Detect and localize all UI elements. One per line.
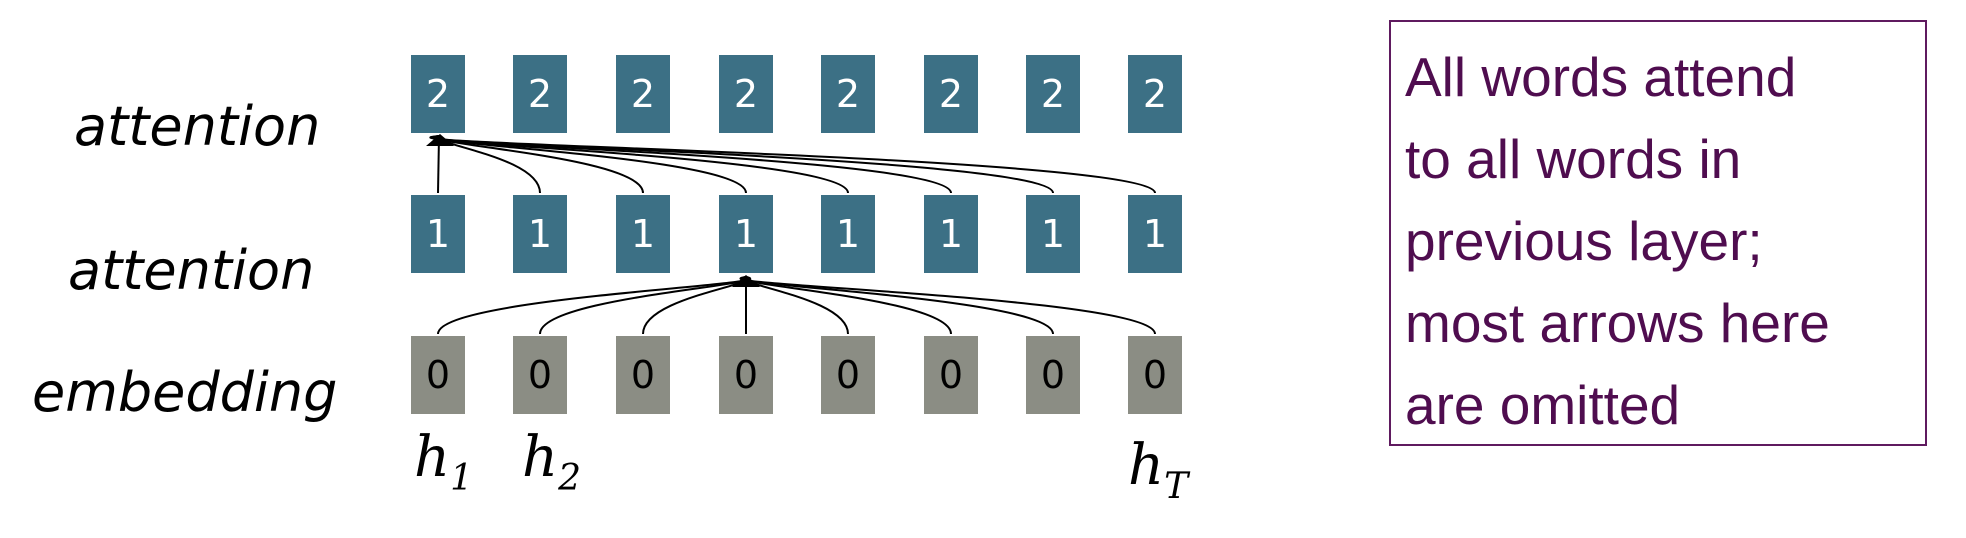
arrowhead-l1 [732,275,760,287]
attention2-box-4: 2 [719,55,773,133]
note-line-5: are omitted [1405,374,1681,436]
attention2-box-1: 2 [411,55,465,133]
attention1-box-5: 1 [821,195,875,273]
attention2-box-5: 2 [821,55,875,133]
attention2-box-7: 2 [1026,55,1080,133]
attention2-box-3: 2 [616,55,670,133]
embedding-box-3: 0 [616,336,670,414]
embedding-box-1: 0 [411,336,465,414]
note-box: All words attend to all words in previou… [1389,20,1927,446]
attention1-box-4: 1 [719,195,773,273]
label-embedding: embedding [32,361,338,424]
note-line-3: previous layer; [1405,210,1763,272]
label-top-attention: attention [74,95,321,158]
note-line-1: All words attend [1405,46,1797,108]
note-line-2: to all words in [1405,128,1742,190]
embedding-box-6: 0 [924,336,978,414]
embedding-box-8: 0 [1128,336,1182,414]
attention2-box-2: 2 [513,55,567,133]
embedding-box-2: 0 [513,336,567,414]
hidden-label-h2: h2 [522,425,581,499]
attention1-box-2: 1 [513,195,567,273]
attention1-box-3: 1 [616,195,670,273]
arrow-l1-to-l2-8 [429,135,1156,194]
attention1-box-8: 1 [1128,195,1182,273]
attention1-box-7: 1 [1026,195,1080,273]
attention2-box-6: 2 [924,55,978,133]
hidden-label-hT: hT [1128,433,1189,507]
arrowhead-l2 [426,134,454,146]
embedding-box-5: 0 [821,336,875,414]
hidden-label-h1: h1 [414,425,473,499]
embedding-box-7: 0 [1026,336,1080,414]
arrow-emb-to-l1-6 [742,276,952,335]
note-line-4: most arrows here [1405,292,1830,354]
attention1-box-1: 1 [411,195,465,273]
attention2-box-8: 2 [1128,55,1182,133]
embedding-box-4: 0 [719,336,773,414]
label-middle-attention: attention [68,239,315,302]
attention1-box-6: 1 [924,195,978,273]
